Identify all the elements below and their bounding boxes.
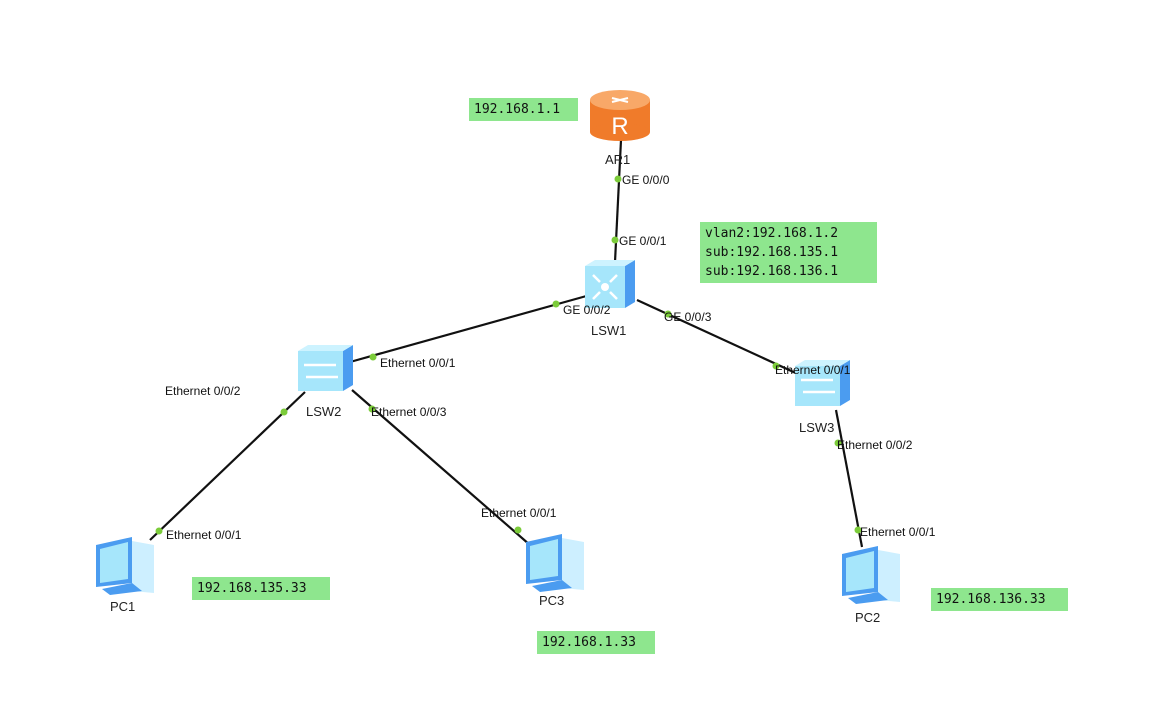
switch-icon[interactable] [795, 360, 850, 406]
device-label-pc3: PC3 [539, 593, 565, 608]
port-dot [155, 527, 163, 535]
ip-note-lsw1[interactable]: vlan2:192.168.1.2 sub:192.168.135.1 sub:19… [700, 222, 877, 283]
link-lsw1-lsw2[interactable] [349, 293, 591, 364]
device-label-lsw2: LSW2 [306, 404, 342, 419]
layer3-switch-icon[interactable] [585, 260, 635, 308]
link-lsw1-lsw3[interactable] [636, 299, 801, 376]
port-label: GE 0/0/2 [563, 303, 611, 317]
ip-note-pc2[interactable]: 192.168.136.33 [931, 588, 1068, 611]
port-label: Ethernet 0/0/1 [166, 528, 242, 542]
port-label: Ethernet 0/0/2 [165, 384, 241, 398]
port-label: GE 0/0/0 [622, 173, 670, 187]
pc-icon[interactable] [842, 546, 900, 604]
pc-icon[interactable] [526, 534, 584, 592]
port-label: Ethernet 0/0/1 [380, 356, 456, 370]
port-label: Ethernet 0/0/1 [775, 363, 851, 377]
port-label: GE 0/0/3 [664, 310, 712, 324]
link-lsw3-pc2[interactable] [834, 409, 864, 548]
port-dot [854, 526, 862, 534]
ip-note-line: sub:192.168.136.1 [705, 264, 839, 279]
link-lsw2-pc3[interactable] [351, 389, 531, 546]
port-label: Ethernet 0/0/2 [837, 438, 913, 452]
device-label-pc2: PC2 [855, 610, 881, 625]
svg-text:R: R [611, 113, 628, 140]
port-label: Ethernet 0/0/1 [481, 506, 557, 520]
ip-note-pc3[interactable]: 192.168.1.33 [537, 631, 655, 654]
port-label: Ethernet 0/0/1 [860, 525, 936, 539]
port-dot [664, 310, 672, 318]
device-label-lsw3: LSW3 [799, 420, 835, 435]
ip-note-pc1[interactable]: 192.168.135.33 [192, 577, 330, 600]
device-label-lsw1: LSW1 [591, 323, 627, 338]
device-label-ar1: AR1 [605, 152, 631, 167]
link-lsw2-pc1[interactable] [149, 391, 306, 541]
port-dot [552, 300, 560, 308]
port-dot [369, 353, 377, 361]
port-dot [772, 362, 780, 370]
port-dot [611, 236, 619, 244]
switch-icon[interactable] [298, 345, 353, 391]
ip-note-ar1[interactable]: 192.168.1.1 [469, 98, 578, 121]
port-dot [614, 175, 622, 183]
router-icon[interactable]: R [590, 90, 650, 141]
port-dot [514, 526, 522, 534]
port-label: GE 0/0/1 [619, 234, 667, 248]
port-label: Ethernet 0/0/3 [371, 405, 447, 419]
port-dot [280, 408, 288, 416]
port-dot [834, 439, 842, 447]
port-dot [368, 405, 376, 413]
ip-note-line: sub:192.168.135.1 [705, 245, 839, 260]
pc-icon[interactable] [96, 537, 154, 595]
device-label-pc1: PC1 [110, 599, 136, 614]
ip-note-line: vlan2:192.168.1.2 [705, 226, 839, 241]
